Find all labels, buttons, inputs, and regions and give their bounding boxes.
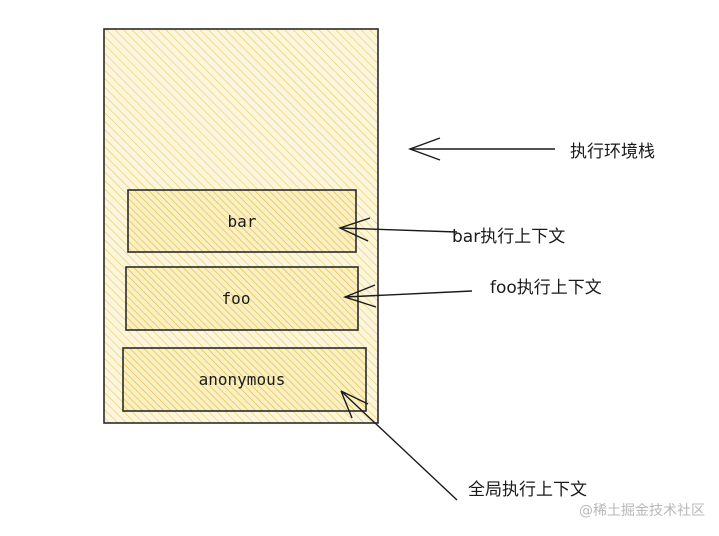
arrow-execution-stack — [407, 137, 555, 161]
context-box-label-bar: bar — [228, 212, 257, 231]
label-execution-stack: 执行环境栈 — [570, 142, 655, 162]
label-bar-context: bar执行上下文 — [452, 227, 565, 247]
arrow-bar-context — [338, 217, 458, 242]
label-global-context: 全局执行上下文 — [468, 480, 587, 500]
context-box-anonymous: anonymous — [122, 347, 367, 412]
context-box-label-anonymous: anonymous — [199, 370, 286, 389]
arrow-foo-context — [342, 284, 473, 308]
watermark: @稀土掘金技术社区 — [579, 503, 705, 519]
context-box-foo: foo — [125, 266, 359, 331]
label-foo-context: foo执行上下文 — [490, 278, 602, 298]
context-box-label-foo: foo — [222, 289, 251, 308]
arrow-global-context — [340, 390, 458, 501]
context-box-bar: bar — [127, 189, 357, 253]
